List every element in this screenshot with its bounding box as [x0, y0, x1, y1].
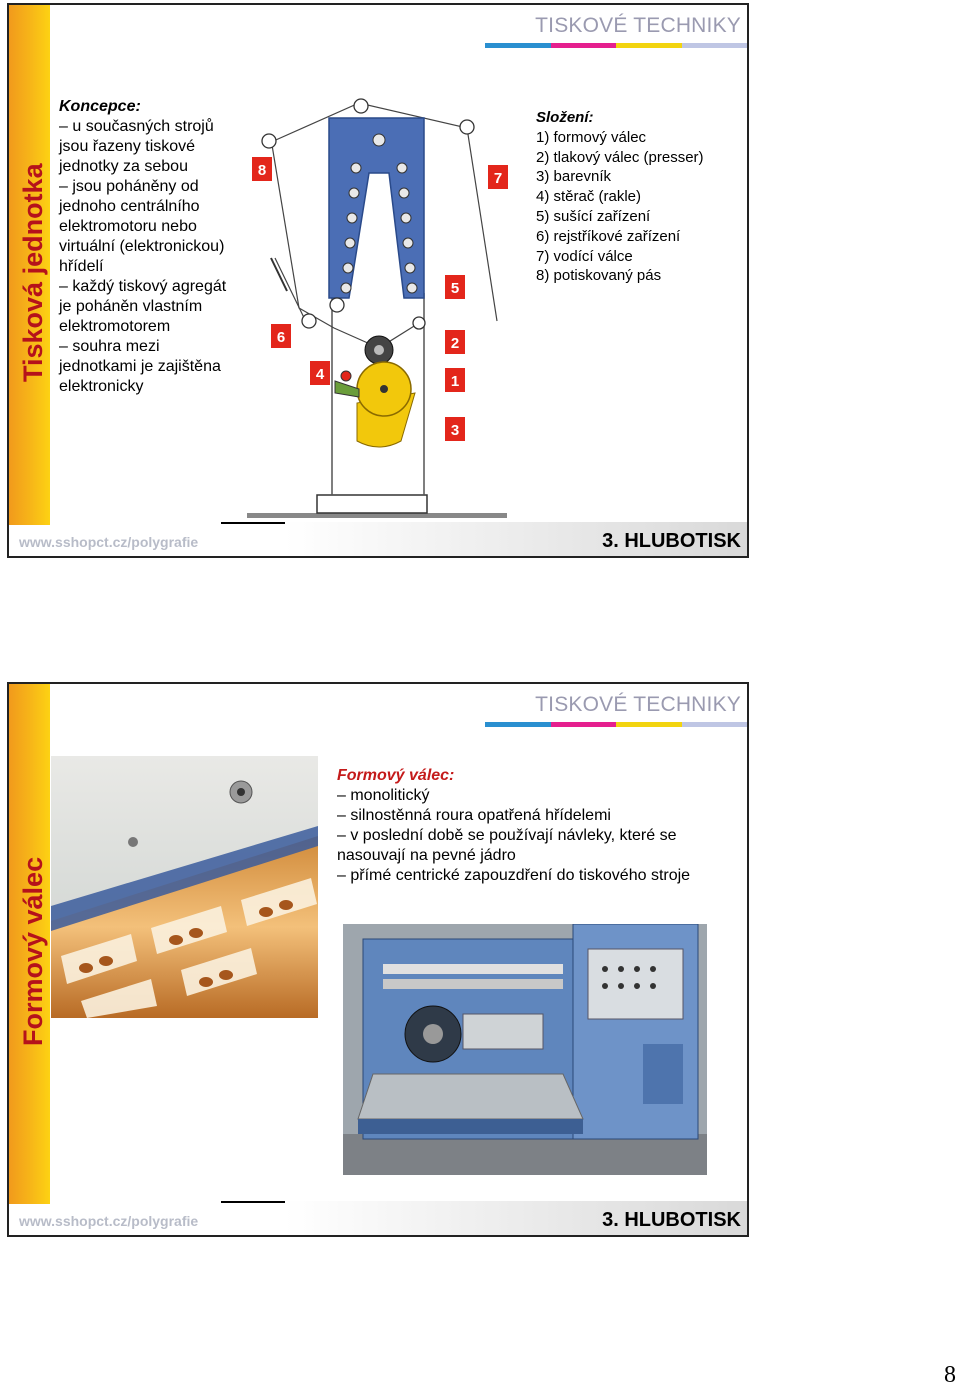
form-cylinder-item: – přímé centrické zapouzdření do tiskové…: [337, 867, 691, 884]
label-8: [252, 157, 272, 181]
concept-item: – jsou poháněny od jednoho centrálního e…: [59, 178, 225, 275]
floor-line: [247, 513, 507, 518]
svg-text:5: 5: [451, 280, 459, 297]
svg-text:3: 3: [451, 422, 459, 439]
composition-item: 3) barevník: [536, 168, 612, 186]
composition-item: 7) vodící válce: [536, 247, 633, 265]
sidebar-title: Tisková jednotka: [18, 163, 48, 382]
composition-item: 6) rejstříkové zařízení: [536, 227, 681, 245]
slide-formovy-valec: Formový válec TISKOVÉ TECHNIKY: [7, 682, 749, 1237]
form-cylinder-heading: Formový válec:: [337, 767, 455, 784]
svg-text:4: 4: [316, 366, 325, 383]
svg-text:7: 7: [494, 170, 502, 187]
svg-text:6: 6: [277, 329, 285, 346]
label-7: [488, 165, 508, 189]
composition-heading: Složení:: [536, 109, 594, 126]
label-2: [445, 330, 465, 354]
footer-url: www.sshopct.cz/polygrafie: [19, 534, 199, 550]
header-accent-bar: [485, 722, 747, 727]
concept-item: – u současných strojů jsou řazeny tiskov…: [59, 118, 214, 175]
footer-section: 3. HLUBOTISK: [602, 530, 741, 552]
footer: www.sshopct.cz/polygrafie 3. HLUBOTISK: [9, 1201, 747, 1235]
svg-text:1: 1: [451, 373, 459, 390]
label-3: [445, 417, 465, 441]
form-cylinder-item: – v poslední době se používají návleky, …: [337, 827, 677, 864]
label-1: [445, 368, 465, 392]
form-cylinder-item: – monolitický: [337, 787, 430, 804]
label-5: [445, 275, 465, 299]
gravure-cylinder-photo: [51, 756, 318, 1018]
printing-unit-diagram: 8 7 6 5 4 2 1 3: [247, 98, 508, 518]
footer: www.sshopct.cz/polygrafie 3. HLUBOTISK: [9, 522, 747, 556]
header-title: TISKOVÉ TECHNIKY: [535, 693, 741, 716]
doctor-blade: [334, 380, 360, 398]
svg-text:2: 2: [451, 335, 459, 352]
header-title: TISKOVÉ TECHNIKY: [535, 14, 741, 37]
composition-text: Složení: 1) formový válec 2) tlakový vál…: [536, 108, 746, 286]
composition-item: 4) stěrač (rakle): [536, 188, 642, 206]
concept-heading: Koncepce:: [59, 98, 141, 115]
page-number: 8: [944, 1362, 956, 1388]
form-cylinder-item: – silnostěnná roura opatřená hřídelemi: [337, 807, 611, 824]
footer-url: www.sshopct.cz/polygrafie: [19, 1213, 199, 1229]
svg-text:8: 8: [258, 162, 266, 179]
slide-tiskova-jednotka: Tisková jednotka TISKOVÉ TECHNIKY Koncep…: [7, 3, 749, 558]
composition-item: 1) formový válec: [536, 128, 647, 146]
guide-rollers: [261, 98, 475, 330]
sidebar: Formový válec: [9, 684, 50, 1204]
sidebar: Tisková jednotka: [9, 5, 50, 525]
concept-text: Koncepce: – u současných strojů jsou řaz…: [59, 97, 229, 397]
label-6: [271, 324, 291, 348]
header-accent-bar: [485, 43, 747, 48]
composition-item: 2) tlakový válec (presser): [536, 148, 704, 166]
concept-item: – souhra mezi jednotkami je zajištěna el…: [59, 338, 221, 395]
concept-item: – každý tiskový agregát je poháněn vlast…: [59, 278, 227, 335]
web-path: [268, 102, 498, 322]
composition-item: 5) sušící zařízení: [536, 207, 651, 225]
footer-section: 3. HLUBOTISK: [602, 1209, 741, 1231]
composition-item: 8) potiskovaný pás: [536, 267, 662, 285]
diagram-labels: 8 7 6 5 4 2 1 3: [252, 157, 508, 441]
label-4: [310, 361, 330, 385]
gravure-press-photo: [343, 924, 707, 1175]
sidebar-title: Formový válec: [18, 856, 48, 1046]
base-block: [316, 494, 428, 514]
form-cylinder-text: Formový válec: – monolitický – silnostěn…: [337, 766, 747, 886]
dryer-rollers: [340, 133, 418, 294]
